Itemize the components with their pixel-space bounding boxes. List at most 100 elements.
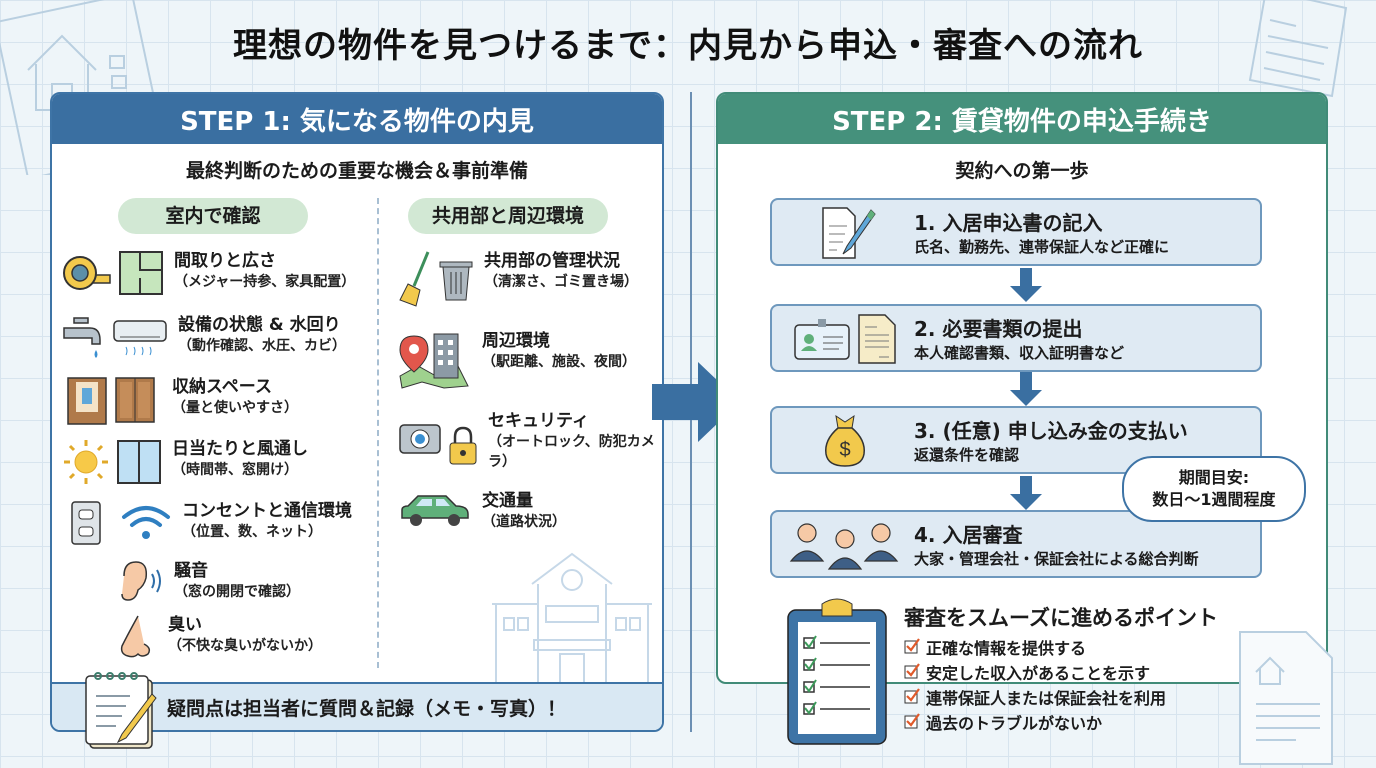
item-title: コンセントと通信環境 — [182, 501, 352, 521]
item-detail: （時間帯、窓開け） — [172, 462, 298, 478]
tip-item: 正確な情報を提供する — [904, 636, 1166, 661]
screening-tips: 審査をスムーズに進めるポイント 正確な情報を提供する 安定した収入があることを示… — [786, 598, 1218, 752]
step2-panel: STEP 2: 賃貸物件の申込手続き 契約への第一歩 1. 入居申込書の記入 氏… — [716, 92, 1328, 684]
document-sketch-icon — [1248, 0, 1348, 98]
step-detail: 本人確認書類、収入証明書など — [914, 344, 1125, 362]
outlet-icon — [71, 501, 101, 545]
item-title: 収納スペース — [172, 377, 272, 397]
paper-document-icon — [858, 314, 896, 364]
indoor-item-smell: 臭い （不快な臭いがないか） — [118, 614, 322, 660]
checkbox-checked-icon — [904, 711, 920, 736]
item-detail: （窓の開閉で確認） — [174, 584, 300, 600]
indoor-item-equipment: 設備の状態 & 水回り （動作確認、水圧、カビ） — [60, 314, 346, 362]
floor-plan-icon — [119, 251, 163, 295]
broom-icon — [399, 251, 430, 307]
step-detail: 大家・管理会社・保証会社による総合判断 — [914, 550, 1199, 568]
period-label: 期間目安: — [1178, 468, 1250, 487]
tips-title: 審査をスムーズに進めるポイント — [904, 606, 1218, 630]
item-title: 設備の状態 & 水回り — [178, 315, 341, 335]
flow-arrow-down-icon — [1010, 372, 1042, 406]
memo-tip-bar: 疑問点は担当者に質問＆記録（メモ・写真）！ — [52, 682, 662, 730]
step1-header: STEP 1: 気になる物件の内見 — [52, 94, 662, 144]
period-value: 数日〜1週間程度 — [1152, 490, 1276, 509]
checkbox-checked-icon — [904, 636, 920, 661]
faucet-icon — [63, 317, 101, 358]
outdoor-item-common-area: 共用部の管理状況 （清潔さ、ゴミ置き場） — [398, 250, 638, 308]
step-title: 3. (任意) 申し込み金の支払い — [914, 419, 1188, 443]
checkbox-checked-icon — [904, 686, 920, 711]
page-title: 理想の物件を見つけるまで：内見から申込・審査への流れ — [233, 26, 1143, 66]
step2-header: STEP 2: 賃貸物件の申込手続き — [718, 94, 1326, 144]
tape-measure-icon — [63, 256, 111, 290]
tips-list: 正確な情報を提供する 安定した収入があることを示す 連帯保証人または保証会社を利… — [904, 636, 1166, 736]
clipboard-checklist-icon — [787, 598, 887, 745]
school-building-sketch-icon — [492, 552, 652, 684]
item-detail: （量と使いやすさ） — [172, 400, 298, 416]
car-icon — [401, 495, 469, 526]
closet-closed-icon — [115, 377, 155, 423]
notepad-pencil-icon — [85, 672, 157, 749]
procedure-step-2: 2. 必要書類の提出 本人確認書類、収入証明書など — [770, 304, 1262, 372]
item-title: 日当たりと風通し — [172, 439, 308, 459]
sun-icon — [64, 440, 108, 484]
step-detail: 氏名、勤務先、連帯保証人など正確に — [914, 238, 1170, 256]
item-detail: （メジャー持参、家具配置） — [174, 274, 356, 290]
closet-open-icon — [67, 377, 107, 425]
item-title: 周辺環境 — [482, 331, 550, 351]
indoor-item-sunlight: 日当たりと風通し （時間帯、窓開け） — [62, 438, 308, 486]
tip-item: 連帯保証人または保証会社を利用 — [904, 686, 1166, 711]
tip-item: 安定した収入があることを示す — [904, 661, 1166, 686]
column-divider — [377, 198, 379, 668]
svg-text:$: $ — [839, 439, 850, 461]
outdoor-item-traffic: 交通量 （道路状況） — [398, 490, 566, 532]
camera-icon — [399, 424, 441, 454]
map-pin-building-icon — [399, 333, 469, 389]
flow-arrow-down-icon — [1010, 268, 1042, 302]
item-detail: （清潔さ、ゴミ置き場） — [484, 274, 638, 290]
air-conditioner-icon — [113, 320, 167, 356]
document-house-sketch-icon — [1239, 631, 1333, 765]
outdoor-item-security: セキュリティ （オートロック、防犯カメラ） — [398, 410, 662, 472]
people-group-icon — [789, 523, 899, 570]
flow-arrow-down-icon — [1010, 476, 1042, 510]
item-title: 交通量 — [482, 491, 533, 511]
item-title: セキュリティ — [488, 411, 589, 431]
outdoor-section-label: 共用部と周辺環境 — [408, 198, 608, 234]
step-detail: 返還条件を確認 — [914, 446, 1020, 464]
document-pen-icon — [822, 207, 876, 259]
wifi-icon — [122, 506, 170, 539]
period-estimate-bubble: 期間目安: 数日〜1週間程度 — [1122, 456, 1306, 522]
tip-item: 過去のトラブルがないか — [904, 711, 1166, 736]
item-title: 臭い — [168, 615, 202, 635]
item-detail: （オートロック、防犯カメラ） — [488, 434, 655, 470]
item-title: 間取りと広さ — [174, 251, 276, 271]
outdoor-item-surroundings: 周辺環境 （駅距離、施設、夜間） — [398, 330, 636, 390]
item-title: 騒音 — [174, 561, 208, 581]
id-card-icon — [794, 319, 850, 360]
memo-tip-text: 疑問点は担当者に質問＆記録（メモ・写真）！ — [167, 697, 567, 720]
step1-subtitle: 最終判断のための重要な機会＆事前準備 — [185, 160, 528, 182]
trash-can-icon — [439, 261, 473, 301]
ear-icon — [121, 561, 161, 601]
step1-panel: STEP 1: 気になる物件の内見 最終判断のための重要な機会＆事前準備 室内で… — [50, 92, 664, 732]
indoor-item-storage: 収納スペース （量と使いやすさ） — [66, 376, 298, 426]
item-detail: （動作確認、水圧、カビ） — [178, 338, 346, 354]
procedure-step-1: 1. 入居申込書の記入 氏名、勤務先、連帯保証人など正確に — [770, 198, 1262, 266]
item-detail: （不快な臭いがないか） — [168, 638, 322, 654]
checkbox-checked-icon — [904, 661, 920, 686]
indoor-item-noise: 騒音 （窓の開閉で確認） — [118, 560, 300, 604]
padlock-icon — [449, 426, 477, 465]
item-title: 共用部の管理状況 — [484, 251, 620, 271]
item-detail: （道路状況） — [482, 514, 566, 530]
window-icon — [117, 440, 161, 484]
procedure-step-4: 4. 入居審査 大家・管理会社・保証会社による総合判断 — [770, 510, 1262, 578]
item-detail: （駅距離、施設、夜間） — [482, 354, 636, 370]
money-bag-icon: $ — [825, 414, 865, 467]
step-title: 1. 入居申込書の記入 — [914, 211, 1103, 235]
nose-icon — [120, 615, 151, 658]
step-title: 2. 必要書類の提出 — [914, 317, 1083, 341]
step-title: 4. 入居審査 — [914, 523, 1023, 547]
step2-subtitle: 契約への第一歩 — [955, 160, 1089, 182]
indoor-item-outlets: コンセントと通信環境（位置、数、ネット） — [70, 500, 352, 546]
indoor-item-layout: 間取りと広さ （メジャー持参、家具配置） — [60, 250, 355, 296]
